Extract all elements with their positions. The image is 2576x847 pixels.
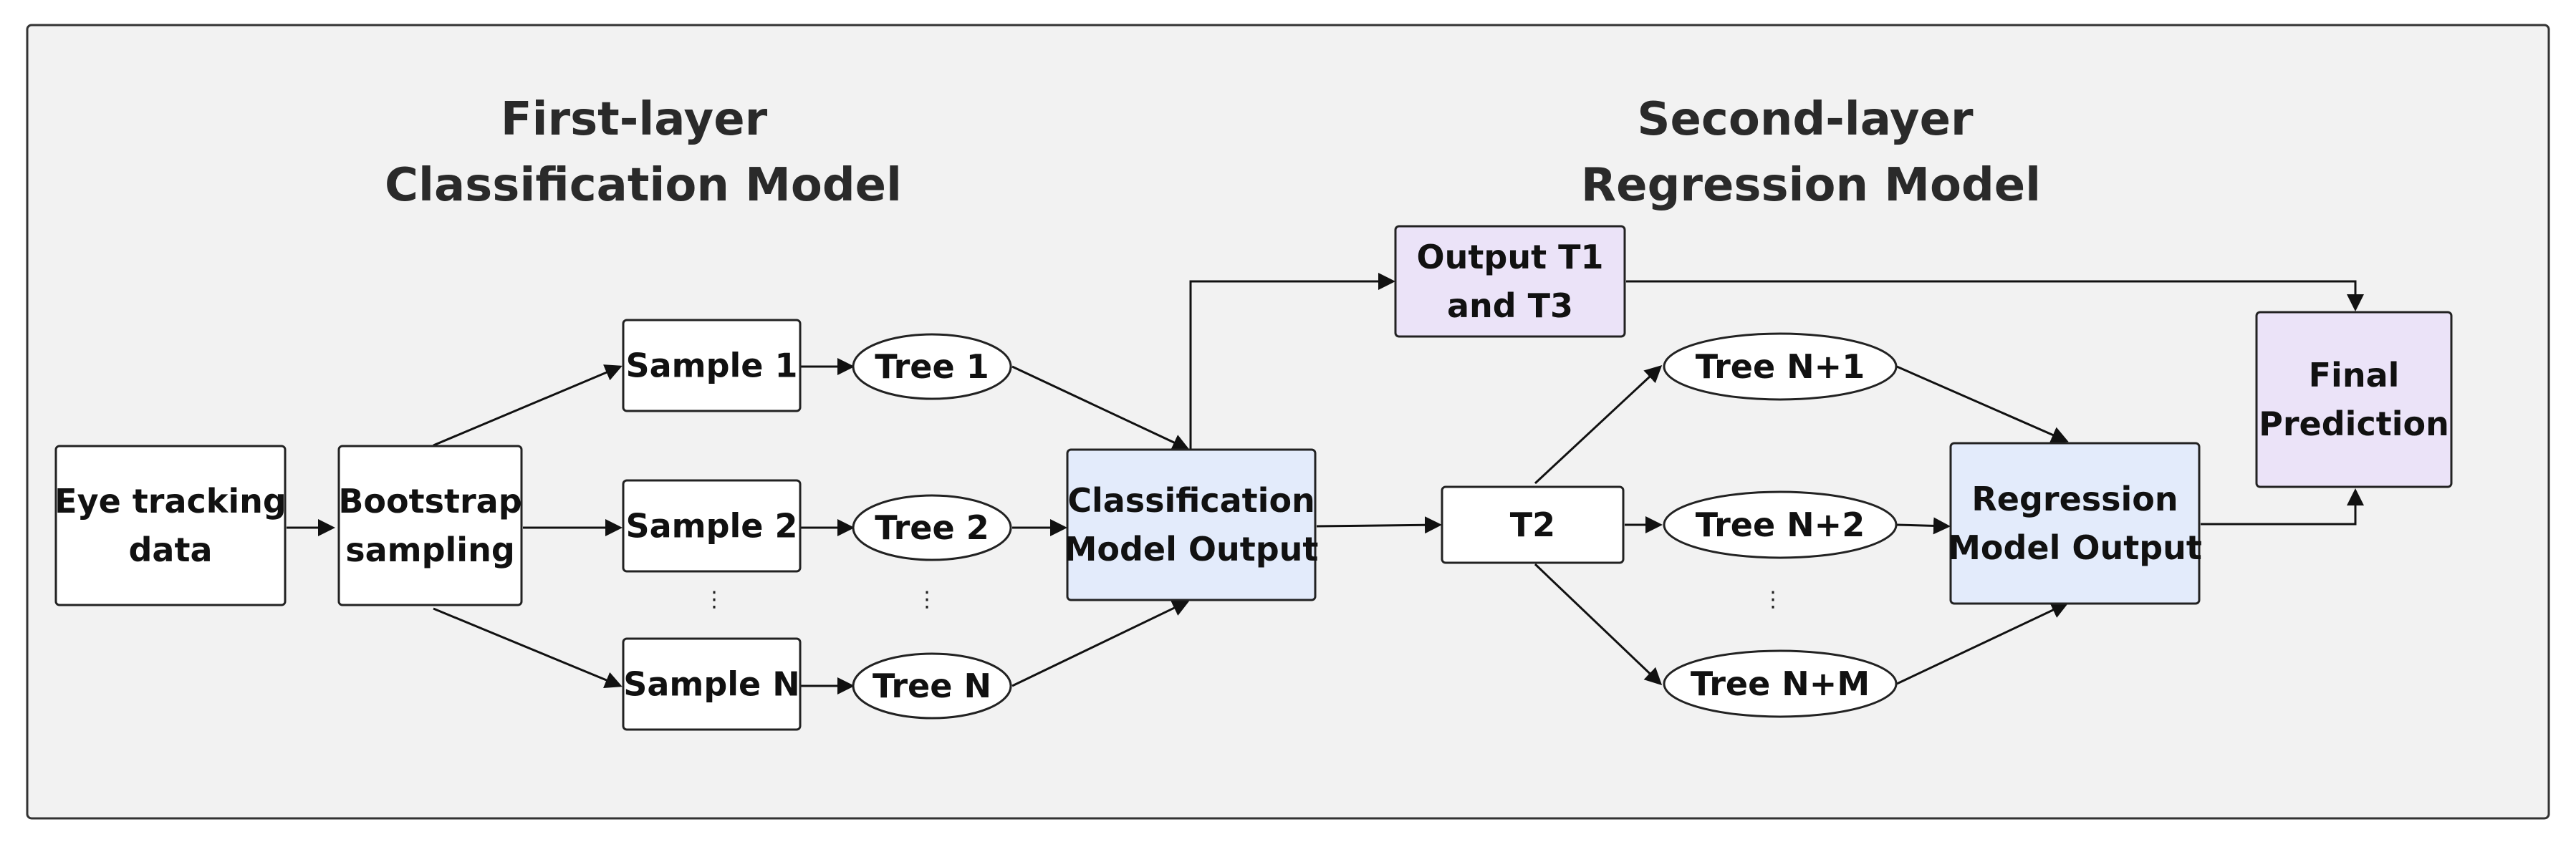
eye-tracking-data-node-label-line-1: Eye tracking xyxy=(54,482,287,521)
eye-tracking-data-node: Eye tracking data xyxy=(54,445,287,606)
output-t1-t3-node: Output T1 and T3 xyxy=(1394,225,1626,338)
tree-1-node-label-line-1: Tree 1 xyxy=(875,347,989,386)
bootstrap-sampling-node-label-line-1: Bootstrap xyxy=(338,482,522,521)
eye-tracking-data-node-shape xyxy=(54,445,287,606)
final-prediction-node-label-line-2: Prediction xyxy=(2259,405,2449,443)
ellipsis-samples: ⋮ xyxy=(703,587,725,612)
tree-n-node-label-line-1: Tree N xyxy=(873,667,991,705)
t2-node: T2 xyxy=(1441,485,1625,564)
final-prediction-node-shape xyxy=(2255,311,2453,488)
edge-reg-output-to-final xyxy=(2201,488,2364,526)
edge-tree1-to-class-output xyxy=(1011,365,1190,450)
bootstrap-sampling-node-label-line-2: sampling xyxy=(345,531,515,569)
edge-treeN2-to-reg-output xyxy=(1896,517,1951,535)
edge-t2-to-treeNM xyxy=(1534,563,1663,686)
output-t1-t3-node-shape xyxy=(1394,225,1626,338)
tree-n-plus-m-node: Tree N+M xyxy=(1663,649,1898,718)
sample-n-node-label-line-1: Sample N xyxy=(623,665,800,704)
tree-n-plus-1-node: Tree N+1 xyxy=(1663,332,1898,401)
sample-1-node: Sample 1 xyxy=(622,319,802,412)
edge-t2-to-treeN1 xyxy=(1534,364,1663,485)
ellipsis-trees: ⋮ xyxy=(916,587,938,612)
tree-n-plus-2-node: Tree N+2 xyxy=(1663,490,1898,559)
tree-n-plus-2-node-shape xyxy=(1663,490,1898,559)
edge-treeN1-to-reg-output xyxy=(1896,365,2069,443)
regression-model-output-node-label-line-1: Regression xyxy=(1971,480,2178,518)
classification-model-output-node-label-line-1: Classification xyxy=(1067,481,1315,520)
bootstrap-sampling-node: Bootstrap sampling xyxy=(337,445,523,606)
tree-2-node: Tree 2 xyxy=(852,494,1012,561)
second-layer-title-line2: Regression Model xyxy=(1581,159,2041,212)
tree-n-plus-1-node-label-line-1: Tree N+1 xyxy=(1696,347,1865,386)
tree-2-node-shape xyxy=(852,494,1012,561)
edge-output-t1t3-to-final xyxy=(1626,280,2364,311)
tree-n-plus-m-node-shape xyxy=(1663,649,1898,718)
edge-bootstrap-to-sampleN xyxy=(433,607,623,689)
regression-model-output-node-label-line-2: Model Output xyxy=(1948,528,2202,567)
tree-n-plus-m-node-label-line-1: Tree N+M xyxy=(1691,664,1870,703)
final-prediction-node-label-line-1: Final xyxy=(2309,356,2400,395)
regression-model-output-node-shape xyxy=(1949,442,2201,605)
edges xyxy=(287,273,2364,694)
edge-bootstrap-to-sample1 xyxy=(433,364,623,447)
second-layer-title-line1: Second-layer xyxy=(1637,93,1974,146)
sample-2-node-label-line-1: Sample 2 xyxy=(625,507,797,546)
eye-tracking-data-node-label-line-2: data xyxy=(129,531,213,569)
t2-node-label-line-1: T2 xyxy=(1510,505,1555,544)
tree-1-node: Tree 1 xyxy=(852,333,1012,400)
tree-n-plus-2-node-label-line-1: Tree N+2 xyxy=(1696,505,1865,544)
t2-node-shape xyxy=(1441,485,1625,564)
first-layer-title-line2: Classification Model xyxy=(385,159,902,212)
sample-2-node-shape xyxy=(622,479,802,573)
edge-class-output-to-output-t1t3 xyxy=(1189,273,1395,449)
first-layer-title-line1: First-layer xyxy=(501,93,768,146)
classification-model-output-node-label-line-2: Model Output xyxy=(1064,530,1319,568)
tree-1-node-shape xyxy=(852,333,1012,400)
nodes: Eye trackingdataBootstrapsamplingSample … xyxy=(54,225,2453,731)
sample-n-node: Sample N xyxy=(622,637,802,731)
tree-n-plus-1-node-shape xyxy=(1663,332,1898,401)
diagram-panel xyxy=(26,24,2550,820)
tree-2-node-label-line-1: Tree 2 xyxy=(875,508,989,547)
output-t1-t3-node-label-line-2: and T3 xyxy=(1447,286,1573,325)
edge-treeNM-to-reg-output xyxy=(1896,602,2069,685)
sample-1-node-label-line-1: Sample 1 xyxy=(625,347,797,385)
sample-2-node: Sample 2 xyxy=(622,479,802,573)
output-t1-t3-node-label-line-1: Output T1 xyxy=(1417,238,1604,276)
bootstrap-sampling-node-shape xyxy=(337,445,523,606)
edge-class-output-to-t2 xyxy=(1316,516,1442,534)
classification-model-output-node-shape xyxy=(1066,448,1317,601)
ellipsis-regression-trees: ⋮ xyxy=(1762,587,1784,612)
sample-1-node-shape xyxy=(622,319,802,412)
edge-treeN-to-class-output xyxy=(1011,600,1190,687)
tree-n-node: Tree N xyxy=(852,652,1012,720)
sample-n-node-shape xyxy=(622,637,802,731)
tree-n-node-shape xyxy=(852,652,1012,720)
